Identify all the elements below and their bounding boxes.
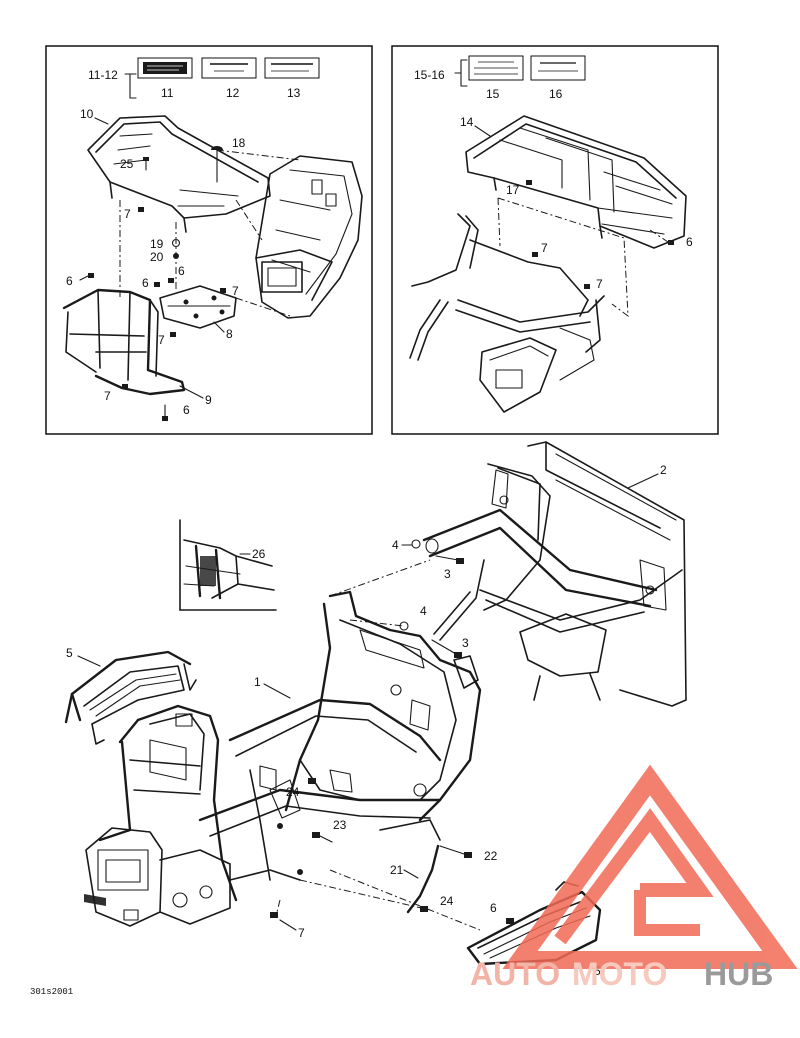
inset-front-rack: 11-12 11 12 13 10	[45, 45, 373, 435]
callout-2: 2	[660, 463, 667, 477]
drawing-code: 301s2001	[30, 987, 73, 997]
callout-26: 26	[252, 547, 266, 561]
watermark-auto: AUTO	[470, 956, 560, 992]
callout-6-main: 6	[490, 901, 497, 915]
callout-9: 9	[205, 393, 212, 407]
watermark-moto: MOTO	[572, 956, 667, 992]
decal-15	[468, 55, 524, 81]
callout-7-b: 7	[232, 284, 239, 298]
callout-6-b: 6	[142, 276, 149, 290]
callout-11: 11	[161, 86, 174, 100]
callout-7-upper: 7	[124, 207, 131, 221]
callout-4-b: 4	[420, 604, 427, 618]
callout-7-c: 7	[158, 333, 165, 347]
callout-15-16: 15-16	[414, 68, 445, 82]
callout-4-a: 4	[392, 538, 399, 552]
callout-24-a: 24	[286, 785, 300, 799]
decal-13	[264, 57, 320, 79]
decal-11	[137, 57, 193, 79]
watermark-text: AUTO MOTO HUB	[470, 956, 773, 992]
callout-18: 18	[232, 136, 246, 150]
callout-7-rear-b: 7	[596, 277, 603, 291]
callout-23: 23	[333, 818, 347, 832]
decal-12	[201, 57, 257, 79]
front-bumper-main	[64, 650, 197, 745]
callout-12: 12	[226, 86, 240, 100]
rear-subframe	[409, 197, 629, 413]
rear-subframe-main	[422, 441, 687, 707]
callout-11-12: 11-12	[88, 68, 118, 82]
callout-3-b: 3	[462, 636, 469, 650]
callout-5-front: 5	[66, 646, 73, 660]
callout-7-rear-a: 7	[541, 241, 548, 255]
callout-1: 1	[254, 675, 261, 689]
callout-25: 25	[120, 157, 134, 171]
main-frame	[84, 590, 482, 927]
logo-inner-a	[554, 808, 714, 945]
callout-14: 14	[460, 115, 474, 129]
decal-16	[530, 55, 586, 81]
callout-24-b: 24	[440, 894, 454, 908]
watermark-hub: HUB	[704, 956, 773, 992]
callout-6-rear: 6	[686, 235, 693, 249]
callout-20: 20	[150, 250, 164, 264]
inset-left-frame	[235, 155, 363, 319]
callout-6-d: 6	[183, 403, 190, 417]
callout-8: 8	[226, 327, 233, 341]
callout-7-d: 7	[104, 389, 111, 403]
logo-triangle-outer	[502, 764, 798, 969]
inset-left-border	[45, 45, 373, 435]
watermark-logo	[502, 764, 798, 969]
callout-3-a: 3	[444, 567, 451, 581]
callout-7-main: 7	[298, 926, 305, 940]
callout-22: 22	[484, 849, 498, 863]
inset-right-border	[391, 45, 719, 435]
callout-10: 10	[80, 107, 94, 121]
mounting-plate	[159, 285, 237, 329]
callout-16: 16	[549, 87, 563, 101]
callout-6-c: 6	[178, 264, 185, 278]
callout-5-step: 5	[594, 964, 601, 978]
callout-17: 17	[506, 183, 520, 197]
front-bumper	[62, 288, 186, 396]
inset-rear-rack: 15-16 15 16 14 17 6	[391, 45, 719, 435]
front-rack	[87, 115, 271, 233]
callout-6-a: 6	[66, 274, 73, 288]
callout-13: 13	[287, 86, 301, 100]
callout-21: 21	[390, 863, 404, 877]
callout-19: 19	[150, 237, 164, 251]
detail-inset-26	[179, 519, 277, 611]
callout-15: 15	[486, 87, 500, 101]
